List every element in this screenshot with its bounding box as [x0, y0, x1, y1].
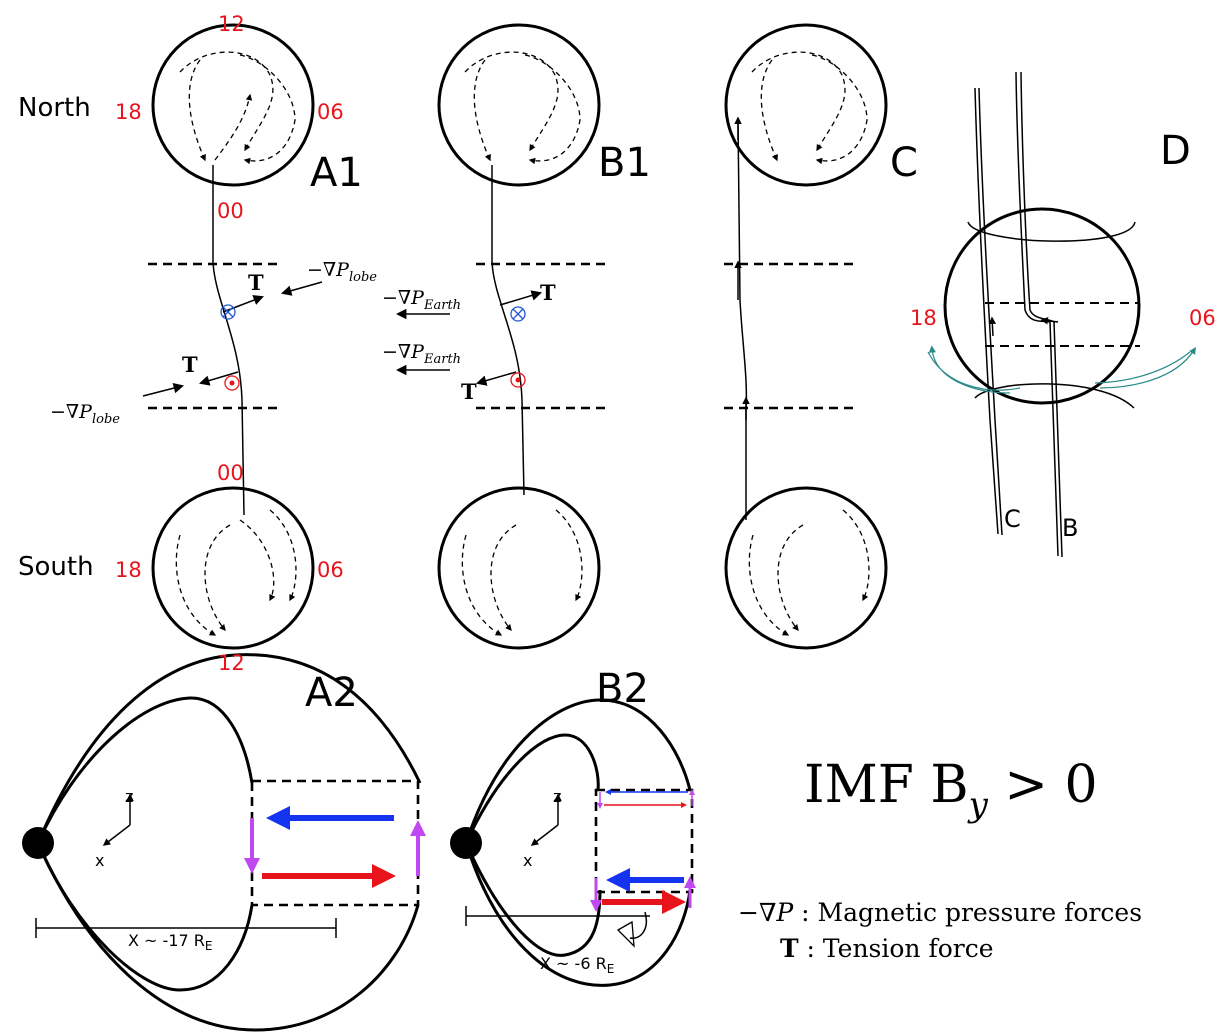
field-line-c — [724, 116, 858, 520]
axis-z-label-b2: z — [553, 787, 561, 806]
polar-cap-south-b1 — [437, 486, 601, 650]
tension-label-b1-top: T — [540, 280, 556, 305]
north-label: North — [18, 93, 91, 123]
polar-cap-north-c — [724, 23, 888, 187]
axis-x-label-a2: x — [95, 851, 104, 870]
polar-cap-north-a1 — [151, 23, 315, 187]
panel-b2-magnetosphere — [450, 698, 696, 987]
panel-label-b2: B2 — [596, 666, 649, 712]
out-of-page-symbol-a1 — [224, 375, 240, 391]
clock-label-dawn-north: 06 — [317, 100, 344, 124]
panel-label-a2: A2 — [305, 670, 358, 716]
panel-label-b1: B1 — [598, 140, 651, 186]
panel-d-line-c-label: C — [1004, 505, 1021, 533]
axis-x-label-b2: x — [523, 851, 532, 870]
clock-label-dawn-d: 06 — [1189, 306, 1216, 330]
grad-lobe-label-bottom: −∇Plobe — [50, 401, 120, 427]
panel-d-sketch — [927, 71, 1196, 558]
distance-label-b2: X ~ -6 RE — [540, 954, 614, 976]
panel-label-d: D — [1160, 128, 1191, 174]
field-line-a1 — [142, 165, 323, 516]
grad-earth-label-bottom: −∇PEarth — [382, 341, 461, 367]
clock-label-noon-north: 12 — [218, 12, 245, 36]
legend-tension: T : Tension force — [780, 934, 994, 963]
south-label: South — [18, 552, 94, 582]
panel-label-a1: A1 — [310, 150, 363, 196]
panel-label-c: C — [890, 140, 918, 186]
clock-label-midnight-north: 00 — [217, 199, 244, 223]
polar-cap-south-a1 — [151, 486, 315, 650]
into-page-symbol-b1 — [510, 306, 526, 322]
axis-z-label-a2: z — [125, 787, 133, 806]
clock-label-midnight-south: 00 — [217, 461, 244, 485]
clock-label-dusk-d: 18 — [910, 306, 937, 330]
out-of-page-symbol-b1 — [510, 372, 526, 388]
clock-label-noon-south: 12 — [218, 651, 245, 675]
tension-label-a1-top: T — [248, 270, 264, 295]
imf-condition-title: IMF By > 0 — [804, 755, 1098, 825]
polar-cap-south-c — [724, 486, 888, 650]
field-line-b1 — [395, 165, 608, 496]
clock-label-dusk-south: 18 — [115, 558, 142, 582]
polar-cap-north-b1 — [437, 23, 601, 187]
grad-earth-label-top: −∇PEarth — [382, 287, 461, 313]
into-page-symbol-a1 — [220, 304, 236, 320]
distance-label-a2: X ~ -17 RE — [128, 931, 212, 953]
panel-d-line-b-label: B — [1062, 514, 1078, 542]
panel-a2-magnetosphere — [22, 653, 426, 1032]
tension-label-a1-bottom: T — [182, 352, 198, 377]
tension-label-b1-bottom: T — [461, 379, 477, 404]
legend-pressure: −∇P : Magnetic pressure forces — [738, 898, 1142, 927]
clock-label-dusk-north: 18 — [115, 100, 142, 124]
grad-lobe-label-top: −∇Plobe — [307, 259, 377, 285]
clock-label-dawn-south: 06 — [317, 558, 344, 582]
